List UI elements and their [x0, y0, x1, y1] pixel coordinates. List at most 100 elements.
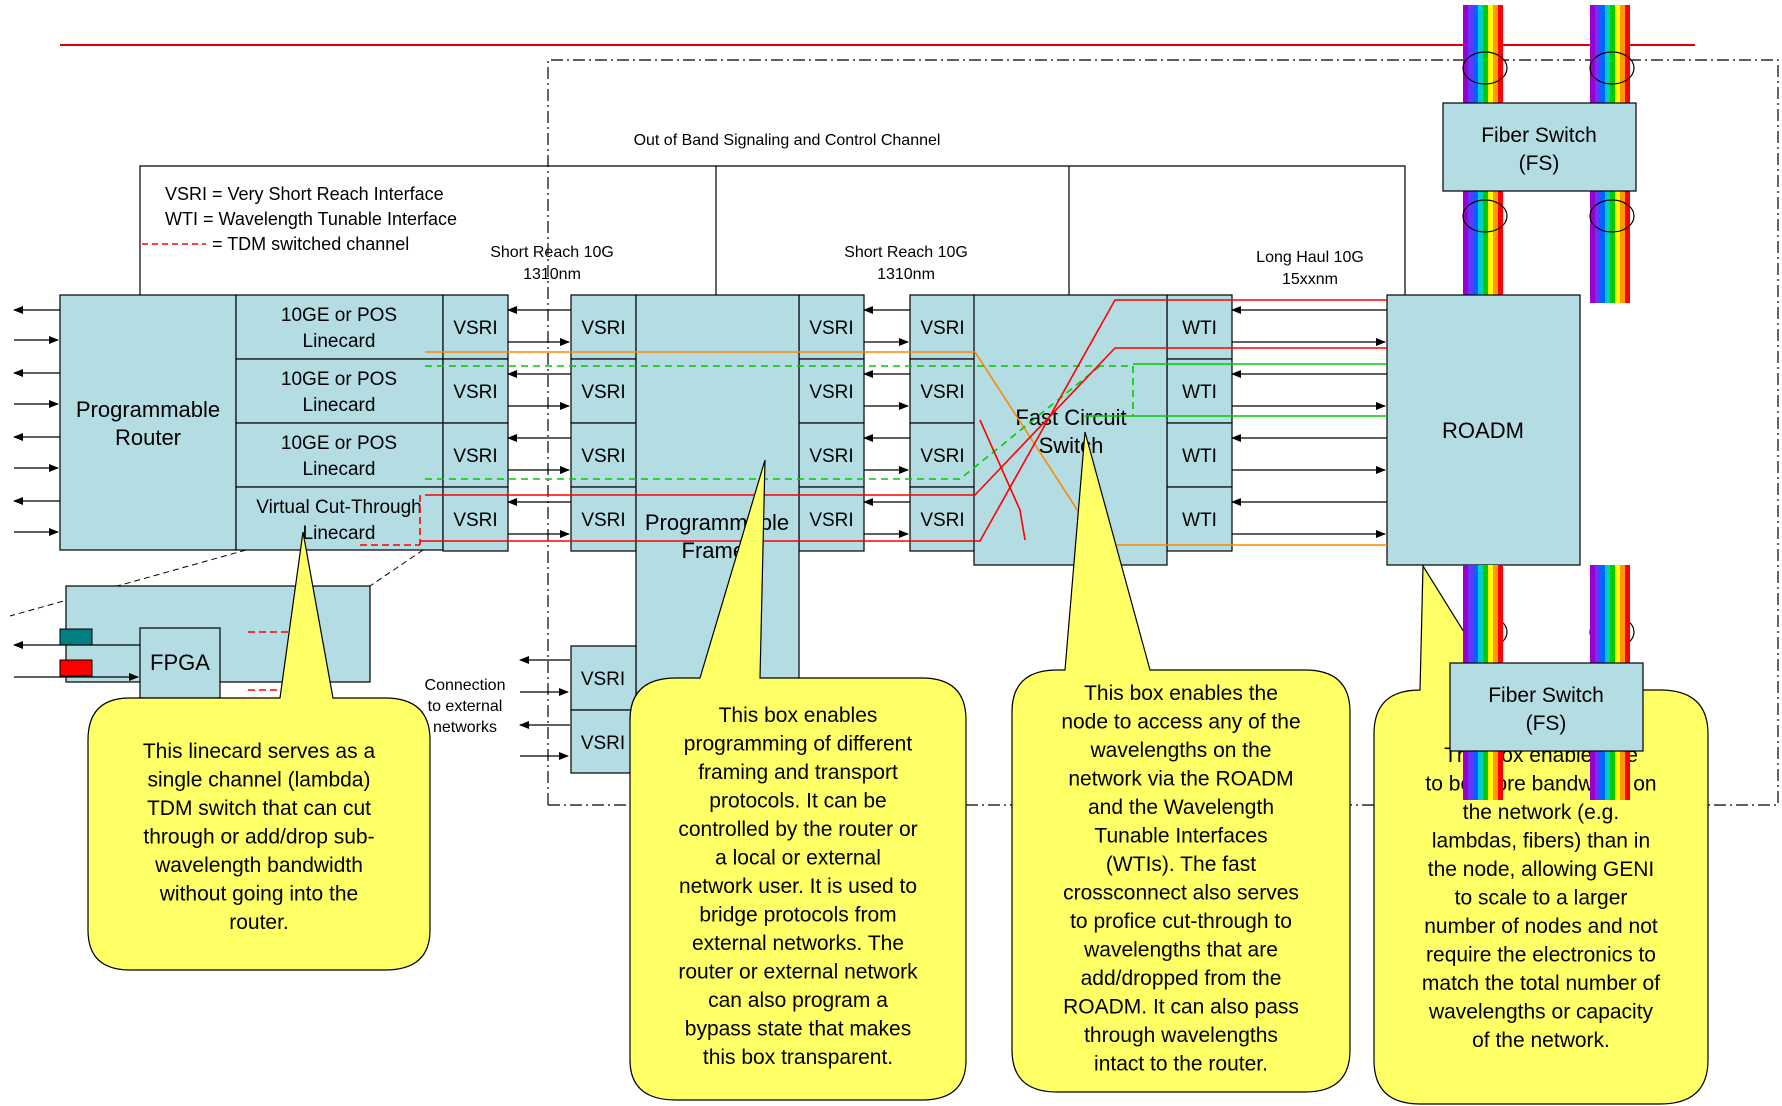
vsri-framer-out-3-label: VSRI: [809, 446, 853, 467]
callout-line: the network (e.g.: [1463, 801, 1619, 824]
linecard-3-sublabel: Linecard: [303, 459, 376, 480]
vsri-router-1: [442, 294, 509, 360]
callout-line: This box enables the: [1084, 682, 1278, 705]
callout-line: without going into the: [159, 883, 358, 906]
callout-line: match the total number of: [1422, 972, 1660, 995]
vsri-fcs-in-4-label: VSRI: [920, 510, 964, 531]
callout-line: this box transparent.: [703, 1046, 893, 1069]
linecard-2-label: 10GE or POS: [281, 369, 397, 390]
programmable-router-label: Programmable: [76, 397, 220, 422]
callout-line: bridge protocols from: [699, 904, 896, 927]
control-channel-label: Out of Band Signaling and Control Channe…: [634, 132, 941, 149]
callout-line: bypass state that makes: [685, 1018, 911, 1041]
vsri-router-2-label: VSRI: [453, 382, 497, 403]
callout-line: single channel (lambda): [148, 769, 371, 792]
fpga-label: FPGA: [150, 650, 210, 675]
short-reach-wavelength-1: 1310nm: [523, 266, 581, 283]
linecard-3-label: 10GE or POS: [281, 433, 397, 454]
short-reach-label-1: Short Reach 10G: [490, 244, 614, 261]
callout-line: Tunable Interfaces: [1094, 825, 1267, 848]
vsri-framer-in-3-label: VSRI: [581, 446, 625, 467]
vsri-framer-in-2: [570, 358, 637, 424]
fiber-switch-top-label: Fiber Switch: [1481, 124, 1597, 147]
vsri-router-3: [442, 422, 509, 488]
linecard-1-sublabel: Linecard: [303, 331, 376, 352]
fiber-switch-top: [1442, 102, 1637, 192]
control-channel: [139, 165, 1406, 295]
callout-framer-text: This box enables programming of different…: [678, 704, 918, 1069]
router-arrows: [13, 306, 60, 536]
callout-line: ROADM. It can also pass: [1063, 996, 1299, 1019]
callout-line: add/dropped from the: [1081, 967, 1282, 990]
vsri-fcs-in-3: [909, 422, 976, 488]
roadm: [1386, 294, 1581, 566]
callout-line: controlled by the router or: [678, 818, 917, 841]
vsri-router-1-label: VSRI: [453, 318, 497, 339]
callout-line: wavelengths that are: [1083, 939, 1278, 962]
vsri-fcs-in-1-label: VSRI: [920, 318, 964, 339]
vsri-framer-in-2-label: VSRI: [581, 382, 625, 403]
node-boundary: [547, 59, 1779, 806]
callout-line: (WTIs). The fast: [1106, 853, 1256, 876]
callout-line: number of nodes and not: [1424, 915, 1658, 938]
programmable-router-sublabel: Router: [115, 425, 181, 450]
fpga: [139, 627, 221, 699]
callout-line: intact to the router.: [1094, 1053, 1268, 1076]
wti-4-label: WTI: [1182, 510, 1217, 531]
fiber-switch-top-sublabel: (FS): [1519, 152, 1560, 175]
callout-line: protocols. It can be: [709, 790, 886, 813]
callout-line: the node, allowing GENI: [1428, 858, 1654, 881]
callout-line: wavelengths or capacity: [1428, 1001, 1654, 1024]
vsri-router-3-label: VSRI: [453, 446, 497, 467]
callout-line: This box enables: [719, 704, 878, 727]
orange-bypass-path: [425, 351, 1387, 546]
long-haul-label: Long Haul 10G: [1256, 249, 1364, 266]
external-networks-sublabel: to external: [428, 698, 503, 715]
fast-circuit-switch: [973, 294, 1168, 566]
external-networks-sublabel-2: networks: [433, 719, 497, 736]
callout-line: to proficе cut-through to: [1070, 910, 1292, 933]
vsri-external-1: [570, 645, 637, 711]
fiber-switch-bottom: [1449, 662, 1644, 752]
vsri-router-2: [442, 358, 509, 424]
vsri-fcs-in-2-label: VSRI: [920, 382, 964, 403]
linecard-cut-through-sublabel: Linecard: [303, 523, 376, 544]
callout-line: of the network.: [1472, 1029, 1610, 1052]
interface-links: [507, 306, 1387, 538]
short-reach-label-2: Short Reach 10G: [844, 244, 968, 261]
roadm-label: ROADM: [1442, 418, 1524, 443]
port-red: [59, 659, 93, 677]
callout-line: through or add/drop sub-: [143, 826, 374, 849]
green-wavelength-path: [425, 363, 1387, 480]
fiber-switch-bottom-label: Fiber Switch: [1488, 684, 1604, 707]
callout-fcs: [1011, 431, 1351, 1093]
red-tdm-paths: [360, 299, 1387, 546]
vsri-framer-out-4-label: VSRI: [809, 510, 853, 531]
wti-4: [1166, 486, 1233, 552]
linecard-3: [235, 422, 444, 488]
vsri-framer-out-2: [798, 358, 865, 424]
legend-vsri: VSRI = Very Short Reach Interface: [165, 184, 444, 204]
callout-line: router.: [229, 911, 289, 934]
callout-framer: [629, 459, 967, 1101]
callout-line: programming of different: [684, 733, 913, 756]
legend-tdm: = TDM switched channel: [212, 234, 409, 254]
vsri-framer-in-4-label: VSRI: [581, 510, 625, 531]
linecard-2: [235, 358, 444, 424]
programmable-router: [59, 294, 237, 551]
vsri-framer-in-3: [570, 422, 637, 488]
callout-line: through wavelengths: [1084, 1024, 1278, 1047]
vsri-framer-out-2-label: VSRI: [809, 382, 853, 403]
fast-circuit-switch-sublabel: Switch: [1039, 433, 1104, 458]
long-haul-wavelength: 15xxnm: [1282, 271, 1338, 288]
callout-line: and the Wavelength: [1088, 796, 1274, 819]
wti-2-label: WTI: [1182, 382, 1217, 403]
vsri-external-1-label: VSRI: [581, 669, 625, 690]
callout-line: router or external network: [678, 961, 918, 984]
wti-3-label: WTI: [1182, 446, 1217, 467]
callout-line: lambdas, fibers) than in: [1432, 830, 1650, 853]
callout-line: wavelength bandwidth: [154, 854, 363, 877]
callout-linecard: [87, 531, 431, 971]
